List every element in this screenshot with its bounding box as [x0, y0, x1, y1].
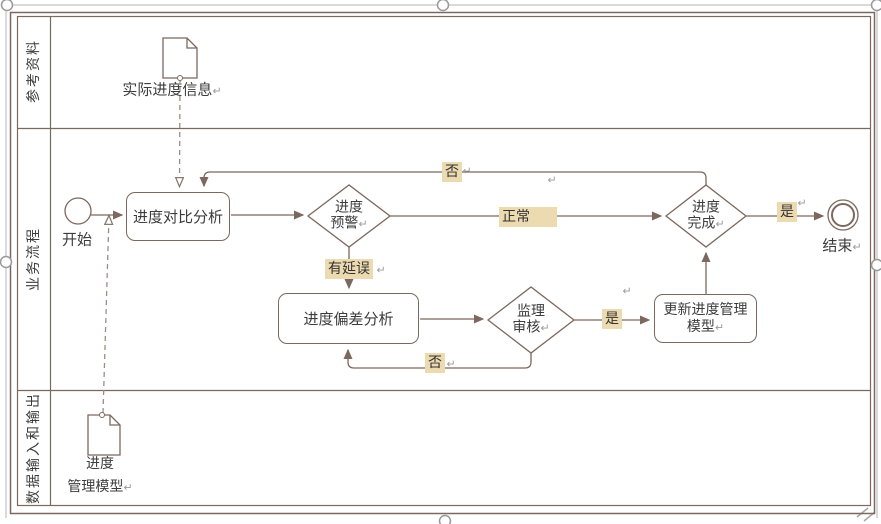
- start-event-label: 开始: [61, 230, 93, 249]
- document-actual-progress[interactable]: [162, 37, 198, 81]
- handle-top-center[interactable]: [436, 0, 450, 12]
- task-update-model[interactable]: 更新进度管理 模型↵: [654, 294, 757, 343]
- edge-label-yes-review[interactable]: 是: [602, 309, 622, 329]
- return-mark-icon: ↵: [462, 164, 472, 178]
- handle-bottom-center[interactable]: [438, 514, 452, 524]
- return-mark-icon: ↵: [714, 320, 725, 334]
- return-mark-icon: ↵: [446, 357, 456, 371]
- return-mark-icon: ↵: [358, 217, 368, 231]
- edge-label-yes-complete[interactable]: 是: [777, 202, 797, 222]
- return-mark-icon: ↵: [540, 321, 550, 335]
- gateway-complete[interactable]: [664, 184, 748, 248]
- gateway-complete-label: 进度 完成↵: [687, 199, 725, 232]
- lane-label-business-process[interactable]: 业务流程: [26, 227, 42, 291]
- swimlane-frame[interactable]: [16, 15, 872, 507]
- task-deviation-analysis[interactable]: 进度偏差分析: [278, 293, 419, 344]
- task-progress-comparison-label: 进度对比分析: [132, 207, 223, 226]
- return-mark-icon: ↵: [123, 481, 133, 494]
- edge-doc-model-to-flow[interactable]: [102, 216, 109, 414]
- document-schedule-model[interactable]: [87, 412, 121, 456]
- document-schedule-model-label-line2: 管理模型↵: [67, 479, 133, 495]
- return-mark-icon: ↵: [376, 263, 386, 277]
- edge-label-no-top[interactable]: 否: [442, 162, 462, 182]
- lane-label-data-io[interactable]: 数据输入和输出: [26, 392, 42, 504]
- edge-label-no-review[interactable]: 否: [425, 353, 445, 373]
- lane-label-reference[interactable]: 参考资料: [26, 39, 42, 103]
- task-deviation-analysis-label: 进度偏差分析: [303, 309, 394, 328]
- task-update-model-line2: 模型↵: [686, 318, 725, 335]
- gateway-review-label: 监理 审核↵: [512, 303, 550, 336]
- start-event-circle[interactable]: [64, 197, 92, 225]
- edge-label-delayed[interactable]: 有延误: [325, 259, 373, 279]
- edge-label-normal[interactable]: 正常: [499, 207, 557, 227]
- task-update-model-line1: 更新进度管理: [663, 301, 748, 318]
- document-actual-progress-label: 实际进度信息↵: [122, 80, 222, 99]
- end-event-label: 结束↵: [822, 236, 862, 255]
- handle-top-right[interactable]: [870, 0, 881, 12]
- return-mark-icon: ↵: [212, 84, 222, 98]
- handle-right-middle[interactable]: [870, 258, 881, 272]
- end-event-circle[interactable]: [827, 199, 859, 231]
- return-mark-icon: ↵: [622, 284, 632, 298]
- document-schedule-model-label-line1: 进度: [86, 456, 114, 472]
- gateway-review[interactable]: [486, 286, 576, 354]
- return-mark-icon: ↵: [852, 240, 862, 254]
- return-mark-icon: ↵: [547, 173, 557, 187]
- resize-grip-icon[interactable]: [856, 507, 876, 522]
- return-mark-icon: ↵: [797, 196, 807, 210]
- gateway-warning[interactable]: [306, 184, 392, 248]
- gateway-warning-label: 进度 预警↵: [330, 199, 368, 232]
- edge-doc-actual-to-compare[interactable]: [180, 77, 181, 186]
- handle-left-middle[interactable]: [0, 255, 13, 269]
- task-progress-comparison[interactable]: 进度对比分析: [126, 192, 230, 241]
- return-mark-icon: ↵: [715, 217, 725, 231]
- handle-top-left[interactable]: [0, 0, 14, 12]
